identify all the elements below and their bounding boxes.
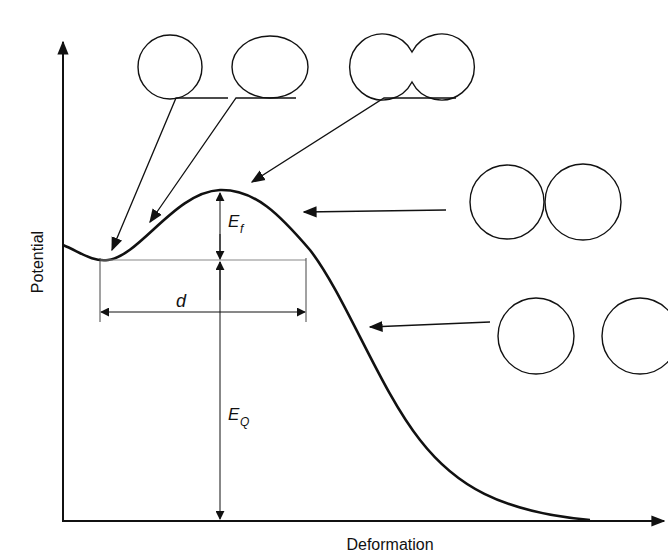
dimension-label: E xyxy=(228,406,239,423)
dimension-line xyxy=(101,312,305,313)
dimension-label: d xyxy=(176,292,186,310)
axis-title: Deformation xyxy=(346,537,433,553)
dimension-subscript: f xyxy=(240,223,243,235)
fragment-circle xyxy=(470,165,544,239)
dimension-line xyxy=(220,234,221,259)
deformed-nucleus xyxy=(232,36,308,98)
dimension-tick xyxy=(306,258,307,322)
dimension-subscript: Q xyxy=(240,416,249,428)
leader-line xyxy=(112,98,228,250)
leader-line xyxy=(252,98,456,182)
fragment-circle xyxy=(545,164,621,240)
dimension-label: E xyxy=(228,213,239,230)
leader-line xyxy=(370,322,490,327)
dimension-tick xyxy=(100,258,101,322)
leader-line xyxy=(304,210,446,212)
axis-title: Potential xyxy=(30,231,46,293)
reference-line xyxy=(100,259,306,260)
dimension-line xyxy=(220,193,221,258)
spherical-nucleus xyxy=(138,35,202,99)
fragment-circle xyxy=(498,298,574,374)
fragment-circle xyxy=(602,298,668,374)
necked-nucleus xyxy=(350,34,475,100)
leader-line xyxy=(150,98,296,222)
x-axis xyxy=(62,520,664,522)
y-axis xyxy=(62,42,64,522)
dimension-line xyxy=(220,262,221,519)
